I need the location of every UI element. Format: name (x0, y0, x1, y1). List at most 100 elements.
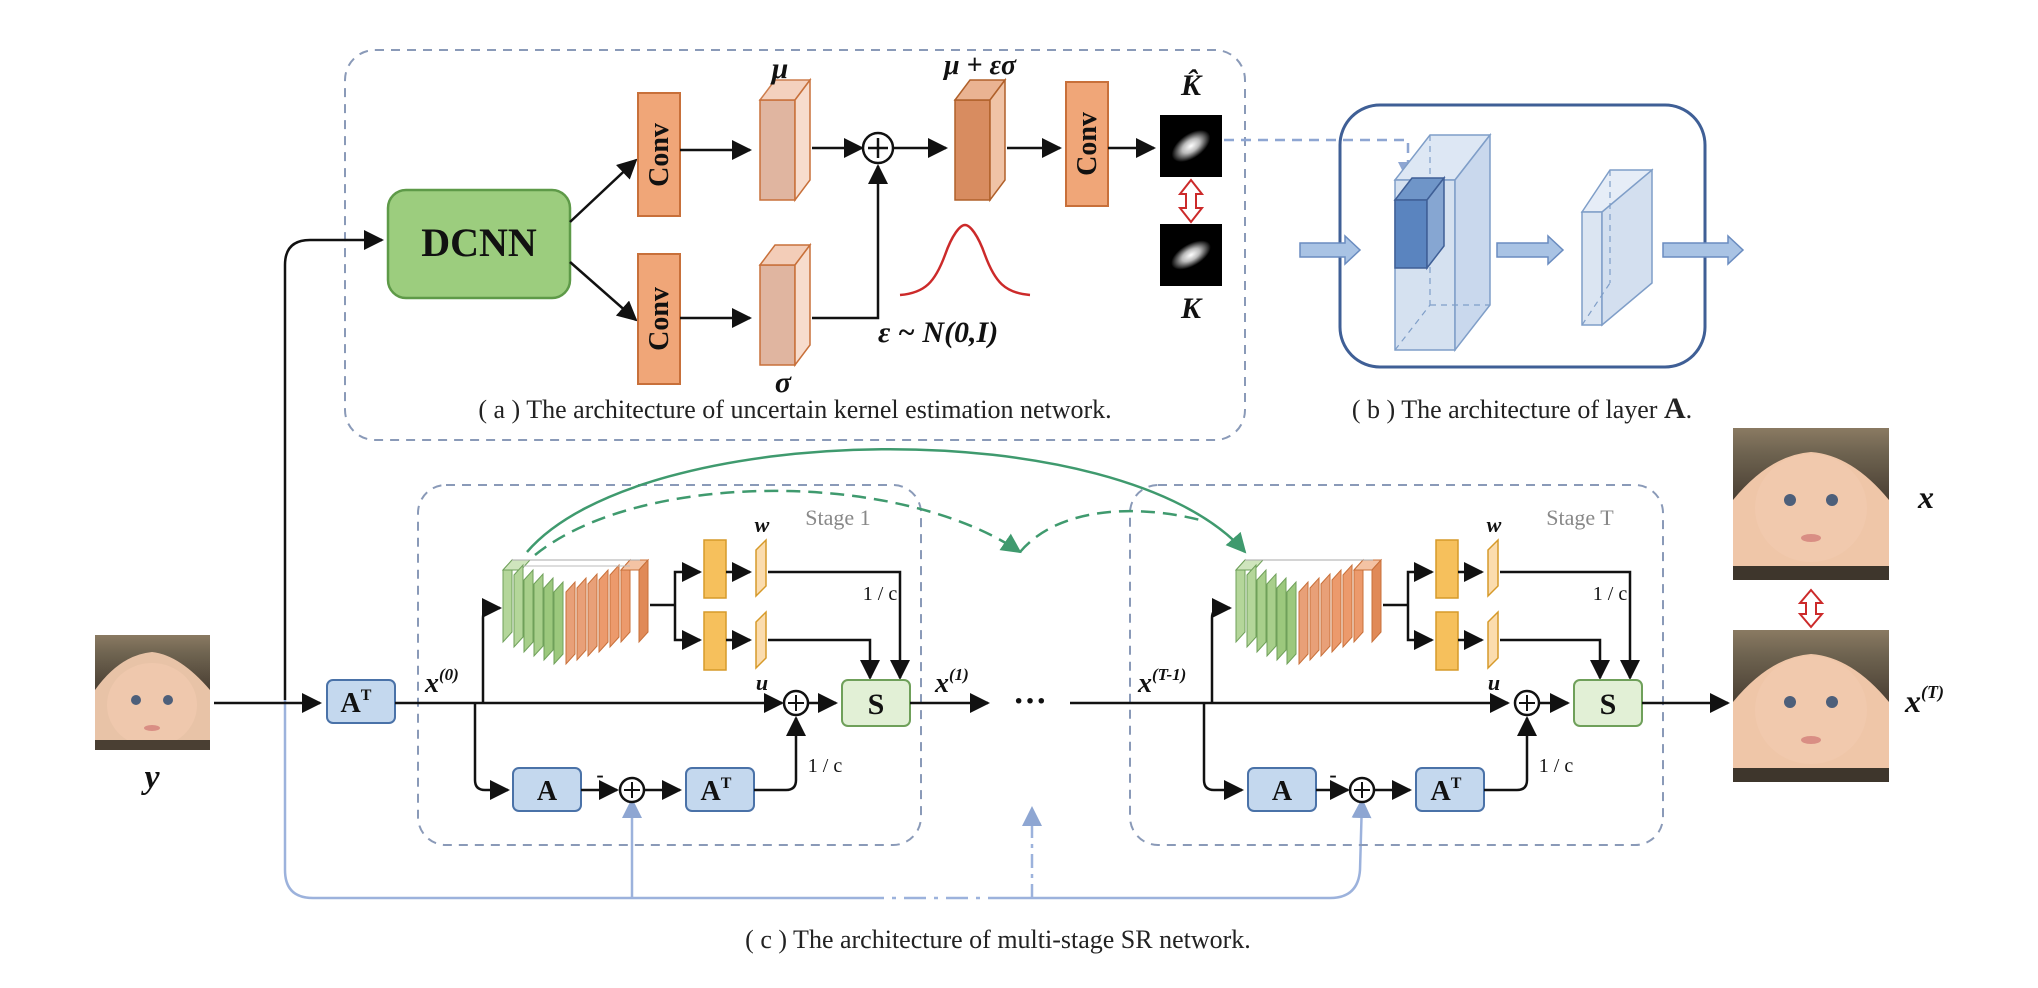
panel-b-border (1338, 103, 1707, 369)
sample-slab-edge (989, 77, 1006, 203)
dcnn-block (386, 188, 572, 300)
stage-t-w-label: w (1487, 512, 1502, 537)
stage-1-w-label: w (755, 512, 770, 537)
layer-a-kernel-side (1426, 175, 1445, 271)
green-param-share-curve (526, 448, 1247, 554)
panel-b-output-arrow (1662, 234, 1745, 266)
stage-t-slab-w (1487, 538, 1499, 598)
noise-label: ε ~ N(0,I) (878, 316, 998, 349)
stage-t-network-stack (1234, 558, 1383, 666)
mu-eps-sigma-label: μ + εσ (942, 50, 1017, 81)
conv-block-top (637, 92, 681, 217)
y-to-dcnn-line (283, 230, 384, 700)
panel-a: DCNN Conv Conv μ σ ε ~ N(0,I) (344, 49, 1418, 441)
stage-t-bar-w (1435, 539, 1459, 599)
red-double-arrow-a (1177, 178, 1205, 224)
xt-label: x(T) (1904, 682, 1944, 719)
stage-t-at-to-sum (1484, 716, 1537, 792)
stage-1-bar-u (703, 611, 727, 671)
panel-a-border (344, 49, 1246, 441)
stage-1-at-to-sum (754, 716, 806, 792)
kernel-blob (1171, 240, 1211, 270)
stage-1-at-label: AT (701, 775, 732, 807)
x0-label: x(0) (424, 665, 459, 699)
arrow-sigma-to-plus (812, 164, 888, 320)
stage-1-s-label: S (868, 688, 885, 721)
stage-t-u-to-s (1500, 638, 1610, 680)
kernel-hat-blob (1171, 130, 1211, 162)
at-label-initial: AT (341, 687, 372, 719)
stage-1-slab-w (755, 538, 767, 598)
stage-1-minus: - (596, 762, 603, 787)
stage-1-u-label: u (756, 670, 768, 695)
panel-b-input-arrow (1299, 234, 1362, 266)
y-label: y (140, 759, 160, 796)
stage-1-a-label: A (537, 776, 558, 807)
x1-label: x(1) (934, 665, 969, 699)
red-double-arrow-c (1797, 588, 1825, 629)
sigma-label: σ (775, 366, 792, 399)
stage-1-network-stack (501, 558, 650, 666)
caption-b: ( b ) The architecture of layer A. (1352, 392, 1692, 425)
stage-1-bar-w (703, 539, 727, 599)
conv-block-bottom (637, 253, 681, 385)
stage-1-slab-u (755, 610, 767, 670)
mu-label: μ (770, 52, 789, 85)
stage-t-one-over-c-top: 1 / c (1593, 583, 1628, 605)
stage-1-green-layers (501, 558, 564, 666)
stage-1-u-to-s (768, 638, 880, 680)
stage-t-border (1129, 484, 1664, 846)
layer-a-out-side (1601, 168, 1653, 327)
conv-label-top: Conv (644, 123, 675, 187)
branch-x0-up (481, 598, 502, 703)
panel-c: Stage 1 Stage T y AT x(0) (95, 230, 1944, 954)
gaussian-curve (899, 223, 1031, 297)
stage-1-border (417, 484, 922, 846)
stage-t-green-layers (1234, 558, 1297, 666)
stage-1-one-over-c-bottom: 1 / c (808, 755, 843, 777)
stage-t-orange-layers (1298, 558, 1383, 666)
green-dashed-curve-left (534, 489, 1022, 556)
stage-1-orange-layers (565, 558, 650, 666)
conv-label-bottom: Conv (644, 287, 675, 351)
stage-t-one-over-c-bottom: 1 / c (1539, 755, 1574, 777)
layer-a-kernel-front (1394, 199, 1428, 269)
layer-a-out-hidden-2 (1581, 282, 1611, 326)
stage-t-a-label: A (1272, 776, 1293, 807)
kernel-label: K (1180, 292, 1203, 325)
dcnn-label: DCNN (421, 220, 537, 265)
stage-t-u-label: u (1488, 670, 1500, 695)
caption-c: ( c ) The architecture of multi-stage SR… (745, 925, 1251, 954)
ellipsis: ··· (1013, 683, 1047, 720)
conv-label-right: Conv (1072, 112, 1103, 176)
x-label: x (1917, 479, 1934, 515)
output-image-xt (1733, 630, 1889, 782)
conv-block-right (1065, 81, 1109, 207)
branch-x0-down (473, 703, 510, 800)
arrow-dcnn-to-conv-bottom (569, 261, 638, 322)
stage-t-minus: - (1329, 762, 1336, 787)
at-block-initial (326, 679, 396, 724)
panel-b-middle-arrow (1496, 234, 1565, 266)
sigma-slab-face (759, 264, 796, 366)
mu-slab-edge (794, 77, 811, 203)
sigma-slab-edge (794, 242, 811, 368)
stage-t-w-to-s (1500, 570, 1640, 680)
stage-t-s-label: S (1600, 688, 1617, 721)
stage-t-split-up (1406, 562, 1434, 605)
branch-xt1-down (1202, 703, 1244, 800)
branch-xt1-up (1210, 598, 1232, 703)
xt1-label: x(T-1) (1137, 665, 1186, 699)
stage-1-one-over-c-top: 1 / c (863, 583, 898, 605)
green-dashed-curve-right (1019, 509, 1201, 553)
input-image-y (95, 635, 210, 750)
stage-t-label: Stage T (1546, 505, 1614, 530)
stage-t-split-down (1406, 605, 1434, 650)
stage-t-bar-u (1435, 611, 1459, 671)
arrow-dcnn-to-conv-top (569, 158, 638, 223)
stage-t-slab-u (1487, 610, 1499, 670)
sample-slab-face (954, 99, 991, 201)
blue-feedback-right (1000, 798, 1372, 900)
kernel-hat-label: K̂ (1180, 69, 1203, 102)
